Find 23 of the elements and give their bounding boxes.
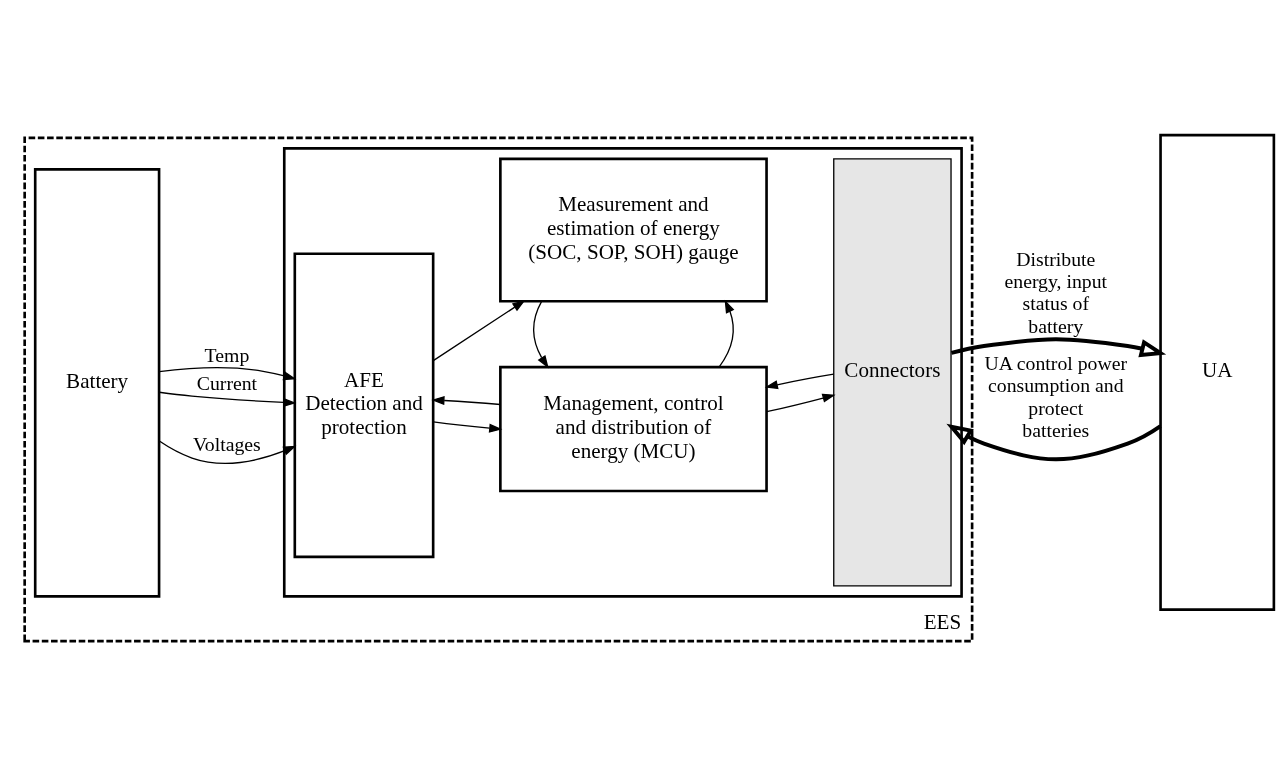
arrow: [432, 300, 526, 362]
edge-label: Temp: [204, 343, 250, 366]
arrow: [432, 421, 503, 433]
node-box: Measurement and estimation of energy (SOC, SOP, SOH) gauge: [499, 157, 768, 303]
node-box: Battery: [33, 168, 161, 598]
node-box: Connectors: [833, 158, 952, 587]
arrow: [158, 440, 297, 465]
arrow: [764, 373, 835, 390]
edge-label: UA control power consumption and protect batteries: [984, 351, 1128, 441]
arrow: [533, 301, 549, 369]
arrow: [158, 367, 297, 381]
arrow: [950, 337, 1167, 358]
edge-label: Current: [196, 371, 258, 394]
arrow: [158, 391, 297, 408]
node-box: Management, control and distribution of energy (MCU): [499, 365, 768, 493]
edge-label: Distribute energy, input status of battery: [1004, 247, 1108, 337]
node-box: UA: [1159, 133, 1276, 611]
edge-label: Voltages: [193, 433, 261, 456]
arrow: [718, 299, 735, 368]
node-box: AFE Detection and protection: [293, 252, 435, 559]
arrow: [766, 393, 836, 413]
arrow: [431, 395, 502, 406]
arrow: [946, 423, 1162, 462]
